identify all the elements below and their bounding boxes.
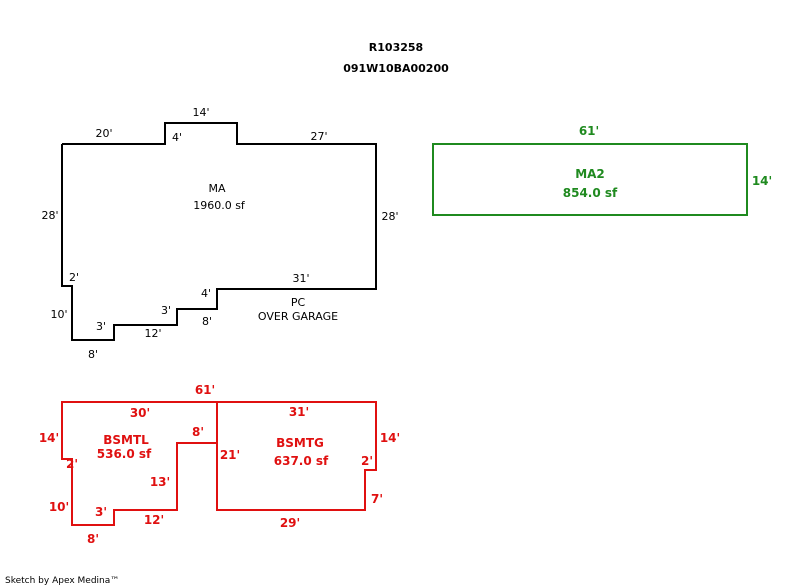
basement-dim-bottom-left: 8': [87, 532, 99, 546]
bsmtg-area: 637.0 sf: [274, 454, 329, 468]
basement-dim-bottom-right: 29': [280, 516, 300, 530]
ma-dim-bottom-left: 8': [88, 348, 98, 361]
ma2-dim-right: 14': [752, 174, 772, 188]
bsmtg-outline: [216, 401, 377, 511]
basement-dim-divider: 21': [220, 448, 240, 462]
basement-dim-overall: 61': [195, 383, 215, 397]
ma-dim-notch-left: 4': [172, 131, 182, 144]
parcel-id: R103258: [369, 41, 423, 54]
ma-dim-right: 28': [381, 210, 398, 223]
ma-dim-left-jog: 2': [69, 271, 79, 284]
ma-dim-left: 28': [41, 209, 58, 222]
basement-dim-step-up: 3': [95, 505, 107, 519]
bsmtl-outline: [61, 401, 217, 526]
ma2-area: 854.0 sf: [563, 186, 618, 200]
basement-dim-top-right: 31': [289, 405, 309, 419]
pc-code: PC: [291, 296, 306, 309]
basement-dim-top-left: 30': [130, 406, 150, 420]
ma-dim-step-up-2: 3': [161, 304, 171, 317]
ma2-outline: [432, 143, 748, 216]
ma-dim-top-right: 27': [310, 130, 327, 143]
ma-dim-bottom-right: 31': [292, 272, 309, 285]
ma2-dim-top: 61': [579, 124, 599, 138]
ma-outline: [61, 122, 377, 341]
ma-dim-step-up-3: 4': [201, 287, 211, 300]
basement-dim-right-lower: 7': [371, 492, 383, 506]
ma-area: 1960.0 sf: [193, 199, 246, 212]
sketch-credit: Sketch by Apex Medina™: [5, 576, 119, 586]
ma-code: MA: [208, 182, 225, 195]
basement-dim-left: 14': [39, 431, 59, 445]
basement-dim-inner-top: 8': [192, 425, 204, 439]
ma-dim-step-run-2: 8': [202, 315, 212, 328]
bsmtl-area: 536.0 sf: [97, 447, 152, 461]
pc-description: OVER GARAGE: [258, 310, 338, 323]
basement-dim-left-lower: 10': [49, 500, 69, 514]
basement-dim-right: 14': [380, 431, 400, 445]
bsmtl-code: BSMTL: [103, 433, 149, 447]
ma-dim-step-up-1: 3': [96, 320, 106, 333]
ma-dim-notch-top: 14': [192, 106, 209, 119]
basement-dim-inner-vertical: 13': [150, 475, 170, 489]
ma-dim-step-run-1: 12': [144, 327, 161, 340]
ma-dim-top-left: 20': [95, 127, 112, 140]
map-number: 091W10BA00200: [343, 62, 449, 75]
basement-dim-left-jog: 2': [66, 457, 78, 471]
basement-dim-right-jog: 2': [361, 454, 373, 468]
bsmtg-code: BSMTG: [276, 436, 324, 450]
ma-dim-left-lower: 10': [50, 308, 67, 321]
ma2-code: MA2: [575, 167, 605, 181]
basement-dim-step-run: 12': [144, 513, 164, 527]
